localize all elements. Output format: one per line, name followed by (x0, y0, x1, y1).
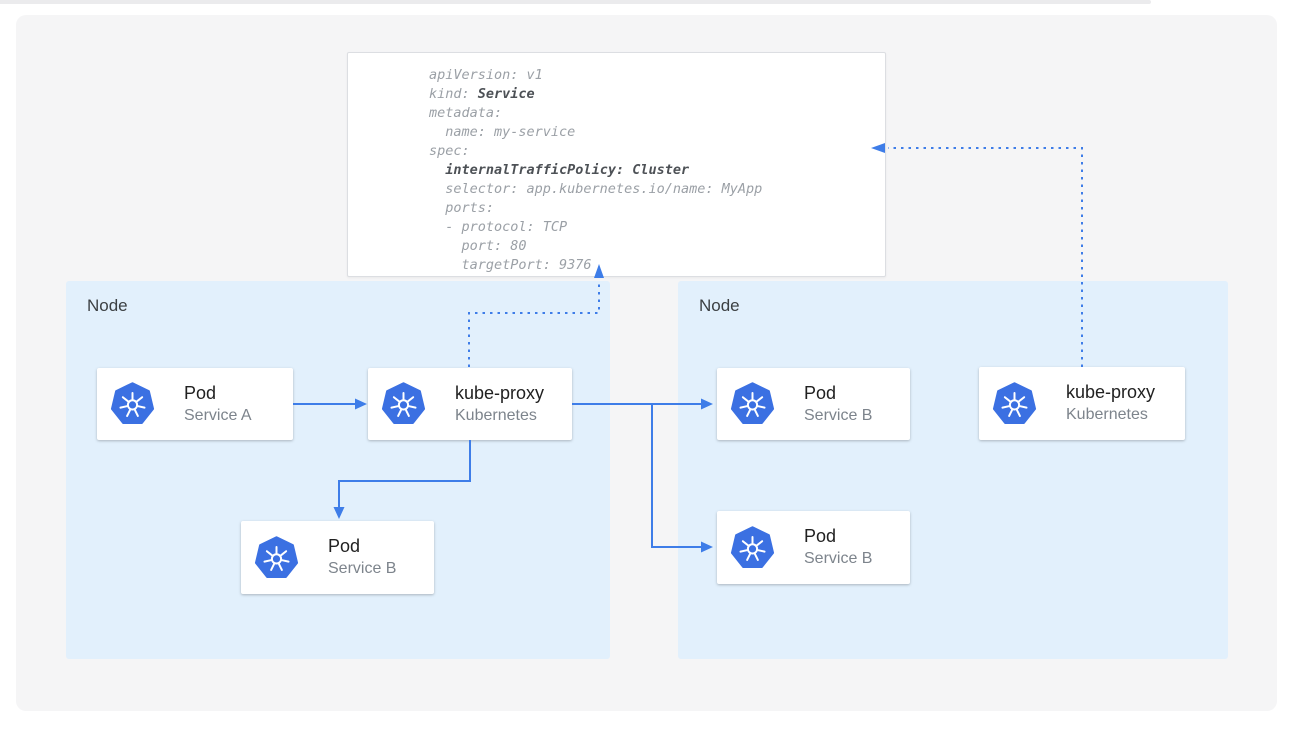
kube-proxy-card: kube-proxy Kubernetes (368, 368, 572, 440)
top-divider (0, 0, 1151, 4)
node-label: Node (699, 296, 740, 316)
yaml-code-line: - protocol: TCP (429, 218, 885, 237)
yaml-code-line: apiVersion: v1 (429, 66, 885, 85)
yaml-code-line: kind: Service (429, 85, 885, 104)
node-right: Node Pod Service B Pod Service B kube-pr… (678, 281, 1228, 659)
card-text: Pod Service A (184, 382, 252, 427)
yaml-code-line: internalTrafficPolicy: Cluster (429, 161, 885, 180)
yaml-code: apiVersion: v1kind: Servicemetadata: nam… (348, 53, 885, 275)
yaml-code-line: targetPort: 9376 (429, 256, 885, 275)
pod-card: Pod Service B (241, 521, 434, 594)
kubernetes-icon (730, 526, 775, 570)
kubernetes-icon (381, 382, 426, 426)
yaml-code-line: selector: app.kubernetes.io/name: MyApp (429, 180, 885, 199)
card-subtitle: Kubernetes (455, 405, 544, 427)
card-text: Pod Service B (328, 535, 396, 580)
diagram-panel: apiVersion: v1kind: Servicemetadata: nam… (16, 15, 1277, 711)
yaml-code-line: port: 80 (429, 237, 885, 256)
card-text: Pod Service B (804, 525, 872, 570)
yaml-code-line: name: my-service (429, 123, 885, 142)
pod-card: Pod Service B (717, 368, 910, 440)
card-text: Pod Service B (804, 382, 872, 427)
service-yaml-panel: apiVersion: v1kind: Servicemetadata: nam… (347, 52, 886, 277)
card-subtitle: Kubernetes (1066, 404, 1155, 426)
card-title: Pod (328, 535, 396, 558)
card-subtitle: Service B (804, 405, 872, 427)
kube-proxy-card: kube-proxy Kubernetes (979, 367, 1185, 440)
card-subtitle: Service B (328, 558, 396, 580)
card-title: kube-proxy (455, 382, 544, 405)
card-title: Pod (804, 382, 872, 405)
card-subtitle: Service B (804, 548, 872, 570)
yaml-code-line: ports: (429, 199, 885, 218)
yaml-code-line: metadata: (429, 104, 885, 123)
card-title: Pod (184, 382, 252, 405)
node-left: Node Pod Service A kube-proxy Kubernetes… (66, 281, 610, 659)
pod-card: Pod Service A (97, 368, 293, 440)
card-title: kube-proxy (1066, 381, 1155, 404)
pod-card: Pod Service B (717, 511, 910, 584)
card-text: kube-proxy Kubernetes (455, 382, 544, 427)
kubernetes-icon (992, 382, 1037, 426)
kubernetes-icon (110, 382, 155, 426)
kubernetes-icon (730, 382, 775, 426)
card-subtitle: Service A (184, 405, 252, 427)
yaml-code-line: spec: (429, 142, 885, 161)
node-label: Node (87, 296, 128, 316)
kubernetes-icon (254, 536, 299, 580)
card-title: Pod (804, 525, 872, 548)
card-text: kube-proxy Kubernetes (1066, 381, 1155, 426)
